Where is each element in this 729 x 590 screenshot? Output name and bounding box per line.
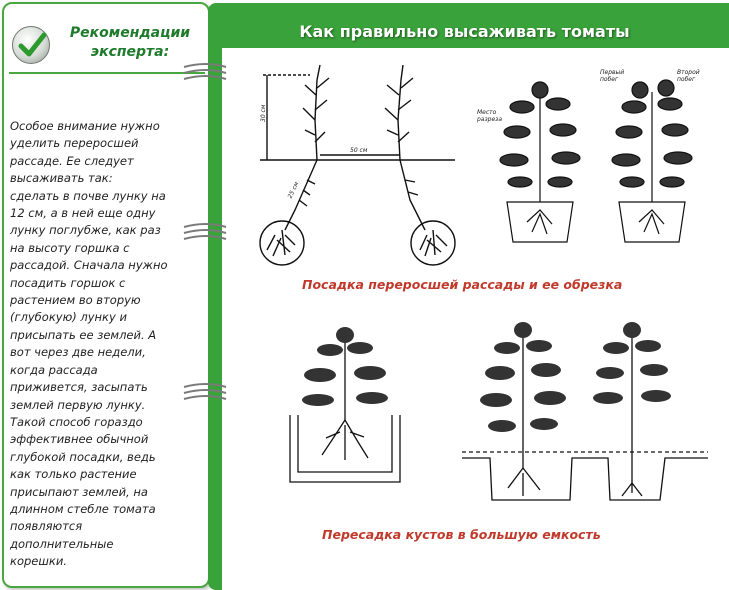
binder-ring-icon — [183, 383, 227, 400]
card-body-line: дополнительные — [10, 536, 114, 551]
overgrown-seedling-planting-diagram: 30 см 50 см 25 см — [259, 64, 456, 266]
card-body-line: посадить горшок с — [10, 275, 126, 290]
dim-slant-label: 25 см — [287, 180, 301, 199]
caption-transplant-bushes: Пересадка кустов в большую емкость — [322, 527, 601, 542]
card-body-line: эффективнее обычной — [10, 432, 149, 447]
card-body-line: глубокой посадки, ведь — [10, 449, 156, 464]
caption-overgrown-seedlings: Посадка переросшей рассады и ее обрезка — [302, 277, 623, 292]
card-body-line: растением во вторую — [10, 293, 141, 308]
card-body-line: рассадой. Сначала нужно — [10, 258, 168, 273]
card-body-line: как только растение — [10, 467, 137, 482]
card-title-line-1: Рекомендации — [69, 25, 191, 41]
card-body-line: рассаде. Ее следует — [10, 153, 134, 168]
ground-transplant-diagram — [462, 322, 708, 501]
cut-place-label-2: разреза — [476, 116, 502, 123]
first-shoot-label-1: Первый — [600, 69, 624, 76]
card-body-line: когда рассада — [10, 362, 98, 377]
second-shoot-label-2: побег — [677, 76, 696, 83]
card-body-line: появляются — [10, 519, 83, 534]
card-body-line: лунку поглубже, как раз — [10, 223, 161, 238]
pruning-diagram: Место разреза Первый побег Второй побег — [476, 69, 700, 243]
card-body-line: землей первую лунку. — [10, 397, 146, 412]
dim-height-label: 30 см — [260, 104, 267, 122]
card-title-line-2: эксперта: — [90, 44, 170, 60]
card-header: Рекомендации эксперта: — [4, 4, 208, 76]
binder-ring-icon — [183, 63, 227, 80]
card-body-line: сделать в почве лунку на — [10, 188, 166, 203]
second-shoot-label-1: Второй — [677, 69, 700, 76]
box-transplant-diagram — [289, 327, 401, 483]
card-body-text: Особое внимание нужно уделить переросшей р… — [10, 118, 200, 571]
card-body-line: Такой способ гораздо — [10, 414, 143, 429]
card-body-line: корешки. — [10, 554, 67, 569]
binder-ring-icon — [183, 223, 227, 240]
panel-title: Как правильно высаживать томаты — [299, 22, 630, 41]
card-body-line: высаживать так: — [10, 171, 113, 186]
card-body-line: (глубокую) лунку и — [10, 310, 127, 325]
expert-recommendation-card: Рекомендации эксперта: Особое внимание н… — [2, 2, 210, 588]
first-shoot-label-2: побег — [600, 76, 619, 83]
card-body-line: на высоту горшка с — [10, 240, 130, 255]
card-body-line: 12 см, а в ней еще одну — [10, 206, 156, 221]
card-body-line: длинном стебле томата — [10, 501, 156, 516]
card-body-line: Особое внимание нужно — [10, 119, 160, 133]
card-body-line: уделить переросшей — [10, 136, 139, 151]
card-body-line: вот через две недели, — [10, 345, 146, 360]
card-body-line: присыпать ее землей. А — [10, 327, 157, 342]
cut-place-label-1: Место — [477, 109, 497, 116]
dim-width-label: 50 см — [350, 147, 368, 154]
card-body-line: присыпают землей, на — [10, 484, 148, 499]
card-body-line: приживется, засыпать — [10, 380, 148, 395]
title-underline — [9, 72, 205, 74]
check-icon — [12, 26, 50, 64]
card-title: Рекомендации эксперта: — [60, 24, 200, 62]
